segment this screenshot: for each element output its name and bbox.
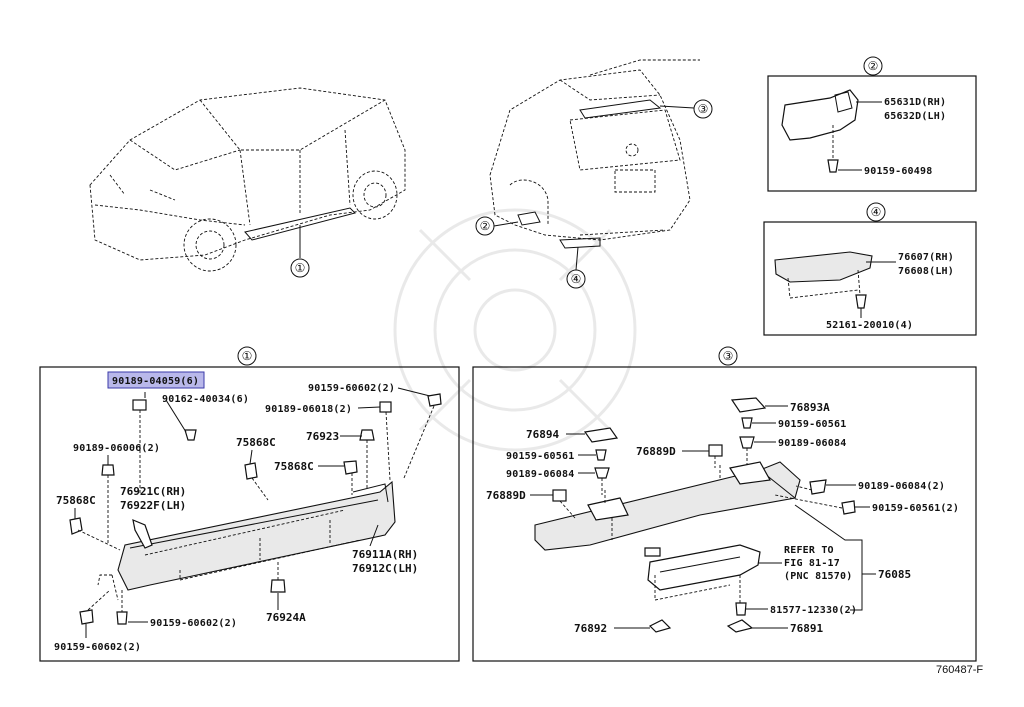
detail-box-2 <box>767 75 977 192</box>
part-label-76924A[interactable]: 76924A <box>266 611 306 624</box>
part-label-90189-04059[interactable]: 90189-04059(6) <box>112 376 199 387</box>
clip-75868C-mid <box>244 462 269 501</box>
part-label-76893A[interactable]: 76893A <box>790 401 830 414</box>
nut-90189-06084-a <box>739 436 755 465</box>
clip-75868C-left <box>69 517 121 551</box>
vehicle-rear-view <box>489 59 700 241</box>
part-label-76911A[interactable]: 76911A(RH) <box>352 548 418 561</box>
vehicle-front-view <box>89 87 406 272</box>
svg-text:③: ③ <box>723 349 734 363</box>
clip-76923 <box>359 429 375 488</box>
callout-4: ④ <box>571 272 582 286</box>
callout-1: ① <box>295 261 306 275</box>
bumper-extension-part <box>774 251 873 309</box>
part-label-90189-06018[interactable]: 90189-06018(2) <box>265 404 352 415</box>
clip-90189-06018 <box>379 401 392 481</box>
nut-90189-06084-2 <box>795 479 827 495</box>
part-label-90159-60602-bottom-2[interactable]: 90159-60602(2) <box>54 642 141 653</box>
part-label-76085[interactable]: 76085 <box>878 568 911 581</box>
callout-2-header: ② <box>863 56 883 76</box>
part-label-76891[interactable]: 76891 <box>790 622 823 635</box>
part-label-90159-60561-2[interactable]: 90159-60561(2) <box>872 503 959 514</box>
part-label-76922F[interactable]: 76922F(LH) <box>120 499 186 512</box>
detail-box-1 <box>39 366 460 662</box>
rear-spoiler-highlight <box>579 99 695 119</box>
rear-spoiler-assembly <box>534 461 801 610</box>
detail-box-3 <box>472 366 977 662</box>
screw-90159-60602-bottom <box>79 589 128 625</box>
rocker-moulding-assembly <box>97 480 396 601</box>
part-label-76889D-a[interactable]: 76889D <box>636 445 676 458</box>
part-label-76608[interactable]: 76608(LH) <box>898 266 954 277</box>
screw-90159-60561-a <box>741 417 753 429</box>
svg-text:②: ② <box>868 59 879 73</box>
part-label-76894[interactable]: 76894 <box>526 428 559 441</box>
callout-2-vehicle: ② <box>475 216 495 236</box>
part-label-75868C-left[interactable]: 75868C <box>56 494 96 507</box>
part-label-90189-06006[interactable]: 90189-06006(2) <box>73 443 160 454</box>
screw-90159-60561-b <box>595 449 607 461</box>
part-label-90159-60602-top[interactable]: 90159-60602(2) <box>308 383 395 394</box>
refer-to-label-line-3: (PNC 81570) <box>784 571 852 582</box>
clip-90189-06006 <box>101 464 115 545</box>
screw-90159-60561-2 <box>774 494 856 515</box>
part-label-76923[interactable]: 76923 <box>306 430 339 443</box>
figure-number: 760487-F <box>936 664 983 676</box>
svg-text:①: ① <box>242 349 253 363</box>
part-label-75868C-right[interactable]: 75868C <box>274 460 314 473</box>
watermark-logo <box>393 208 637 452</box>
rocker-panel-highlight <box>244 207 356 258</box>
mudguard-part <box>781 89 859 173</box>
callout-4-vehicle: ④ <box>566 269 586 289</box>
part-label-90159-60498[interactable]: 90159-60498 <box>864 166 932 177</box>
part-label-90189-06084-2[interactable]: 90189-06084(2) <box>858 481 945 492</box>
clip-76924A <box>270 562 286 593</box>
part-label-76912C[interactable]: 76912C(LH) <box>352 562 418 575</box>
nut-90189-06084-b <box>594 467 610 495</box>
screw-90159-60602-top <box>403 393 442 479</box>
bolt-81577-12330 <box>735 602 747 616</box>
pad-76892 <box>648 619 672 633</box>
clip-76889D-a <box>708 444 723 468</box>
rear-bumper-extension-highlight <box>559 237 601 271</box>
refer-to-label-line-2[interactable]: FIG 81-17 <box>784 558 840 569</box>
part-label-76889D-b[interactable]: 76889D <box>486 489 526 502</box>
part-label-75868C-mid[interactable]: 75868C <box>236 436 276 449</box>
part-label-81577-12330[interactable]: 81577-12330(2) <box>770 605 857 616</box>
svg-text:④: ④ <box>871 205 882 219</box>
part-label-65632D[interactable]: 65632D(LH) <box>884 111 946 122</box>
part-label-52161-20010[interactable]: 52161-20010(4) <box>826 320 913 331</box>
cover-76893A <box>730 397 767 413</box>
part-label-90159-60602-bottom-1[interactable]: 90159-60602(2) <box>150 618 237 629</box>
part-label-90162-40034[interactable]: 90162-40034(6) <box>162 394 249 405</box>
clip-75868C-right <box>343 460 358 495</box>
screw-90162-40034 <box>184 429 197 441</box>
mudflap-highlight <box>493 211 541 227</box>
callout-3-header: ③ <box>718 346 738 366</box>
part-label-90159-60561-b[interactable]: 90159-60561 <box>506 451 574 462</box>
callout-4-header: ④ <box>866 202 886 222</box>
detail-box-4 <box>763 221 977 336</box>
cover-76894 <box>583 427 619 443</box>
pad-76891 <box>726 619 754 633</box>
refer-to-label-line-1: REFER TO <box>784 545 834 556</box>
part-label-90189-06084-b[interactable]: 90189-06084 <box>506 469 574 480</box>
part-label-76921C[interactable]: 76921C(RH) <box>120 485 186 498</box>
callout-3: ③ <box>698 102 709 116</box>
callout-2: ② <box>480 219 491 233</box>
clip-76889D-b <box>552 489 576 519</box>
callout-3-vehicle: ③ <box>693 99 713 119</box>
part-label-65631D[interactable]: 65631D(RH) <box>884 97 946 108</box>
highlighted-part-box <box>107 371 205 389</box>
callout-1-header: ① <box>237 346 257 366</box>
clip-90189-04059 <box>132 399 147 495</box>
part-label-90189-06084-a[interactable]: 90189-06084 <box>778 438 846 449</box>
part-label-90159-60561-a[interactable]: 90159-60561 <box>778 419 846 430</box>
callout-1-vehicle: ① <box>290 258 310 278</box>
part-label-76892[interactable]: 76892 <box>574 622 607 635</box>
part-label-76607[interactable]: 76607(RH) <box>898 252 954 263</box>
